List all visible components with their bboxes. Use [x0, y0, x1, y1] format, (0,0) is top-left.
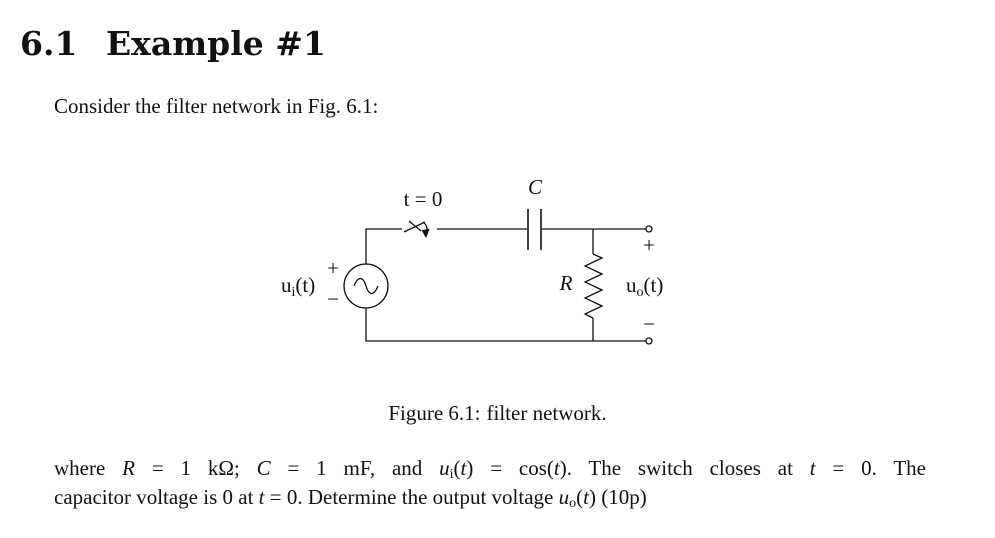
problem-line-1: where R = 1 kΩ; C = 1 mF, and ui(t) = co… — [54, 456, 926, 482]
figure-caption: Figure 6.1:filter network. — [0, 399, 995, 427]
output-terminal-top — [645, 225, 653, 233]
figure-label: Figure 6.1: — [388, 401, 481, 425]
section-title: Example #1 — [106, 24, 326, 63]
source-voltage-label: ui(t) — [281, 273, 315, 300]
section-number: 6.1 — [20, 24, 78, 63]
output-minus-sign: − — [643, 312, 655, 336]
switch-blade — [403, 221, 426, 233]
wire-bottom — [365, 308, 646, 342]
resistor-label: R — [559, 271, 573, 295]
source-minus-sign: − — [327, 287, 339, 311]
resistor-zigzag — [583, 253, 604, 319]
figure-caption-text: filter network. — [486, 401, 607, 425]
source-plus-sign: + — [327, 256, 339, 280]
problem-line-2: capacitor voltage is 0 at t = 0. Determi… — [54, 485, 647, 511]
intro-paragraph: Consider the filter network in Fig. 6.1: — [54, 94, 379, 118]
switch-label: t = 0 — [404, 187, 443, 211]
problem-statement: where R = 1 kΩ; C = 1 mF, and ui(t) = co… — [54, 454, 926, 512]
wire-left-top — [365, 228, 402, 264]
section-heading: 6.1 Example #1 — [20, 22, 326, 66]
output-terminal-bottom — [645, 337, 653, 345]
output-plus-sign: + — [643, 233, 655, 257]
output-voltage-label: uo(t) — [626, 273, 663, 300]
switch-stop — [408, 220, 422, 232]
switch-arrowhead — [421, 228, 430, 239]
ac-source-wave — [353, 277, 379, 295]
capacitor-label: C — [528, 175, 543, 199]
